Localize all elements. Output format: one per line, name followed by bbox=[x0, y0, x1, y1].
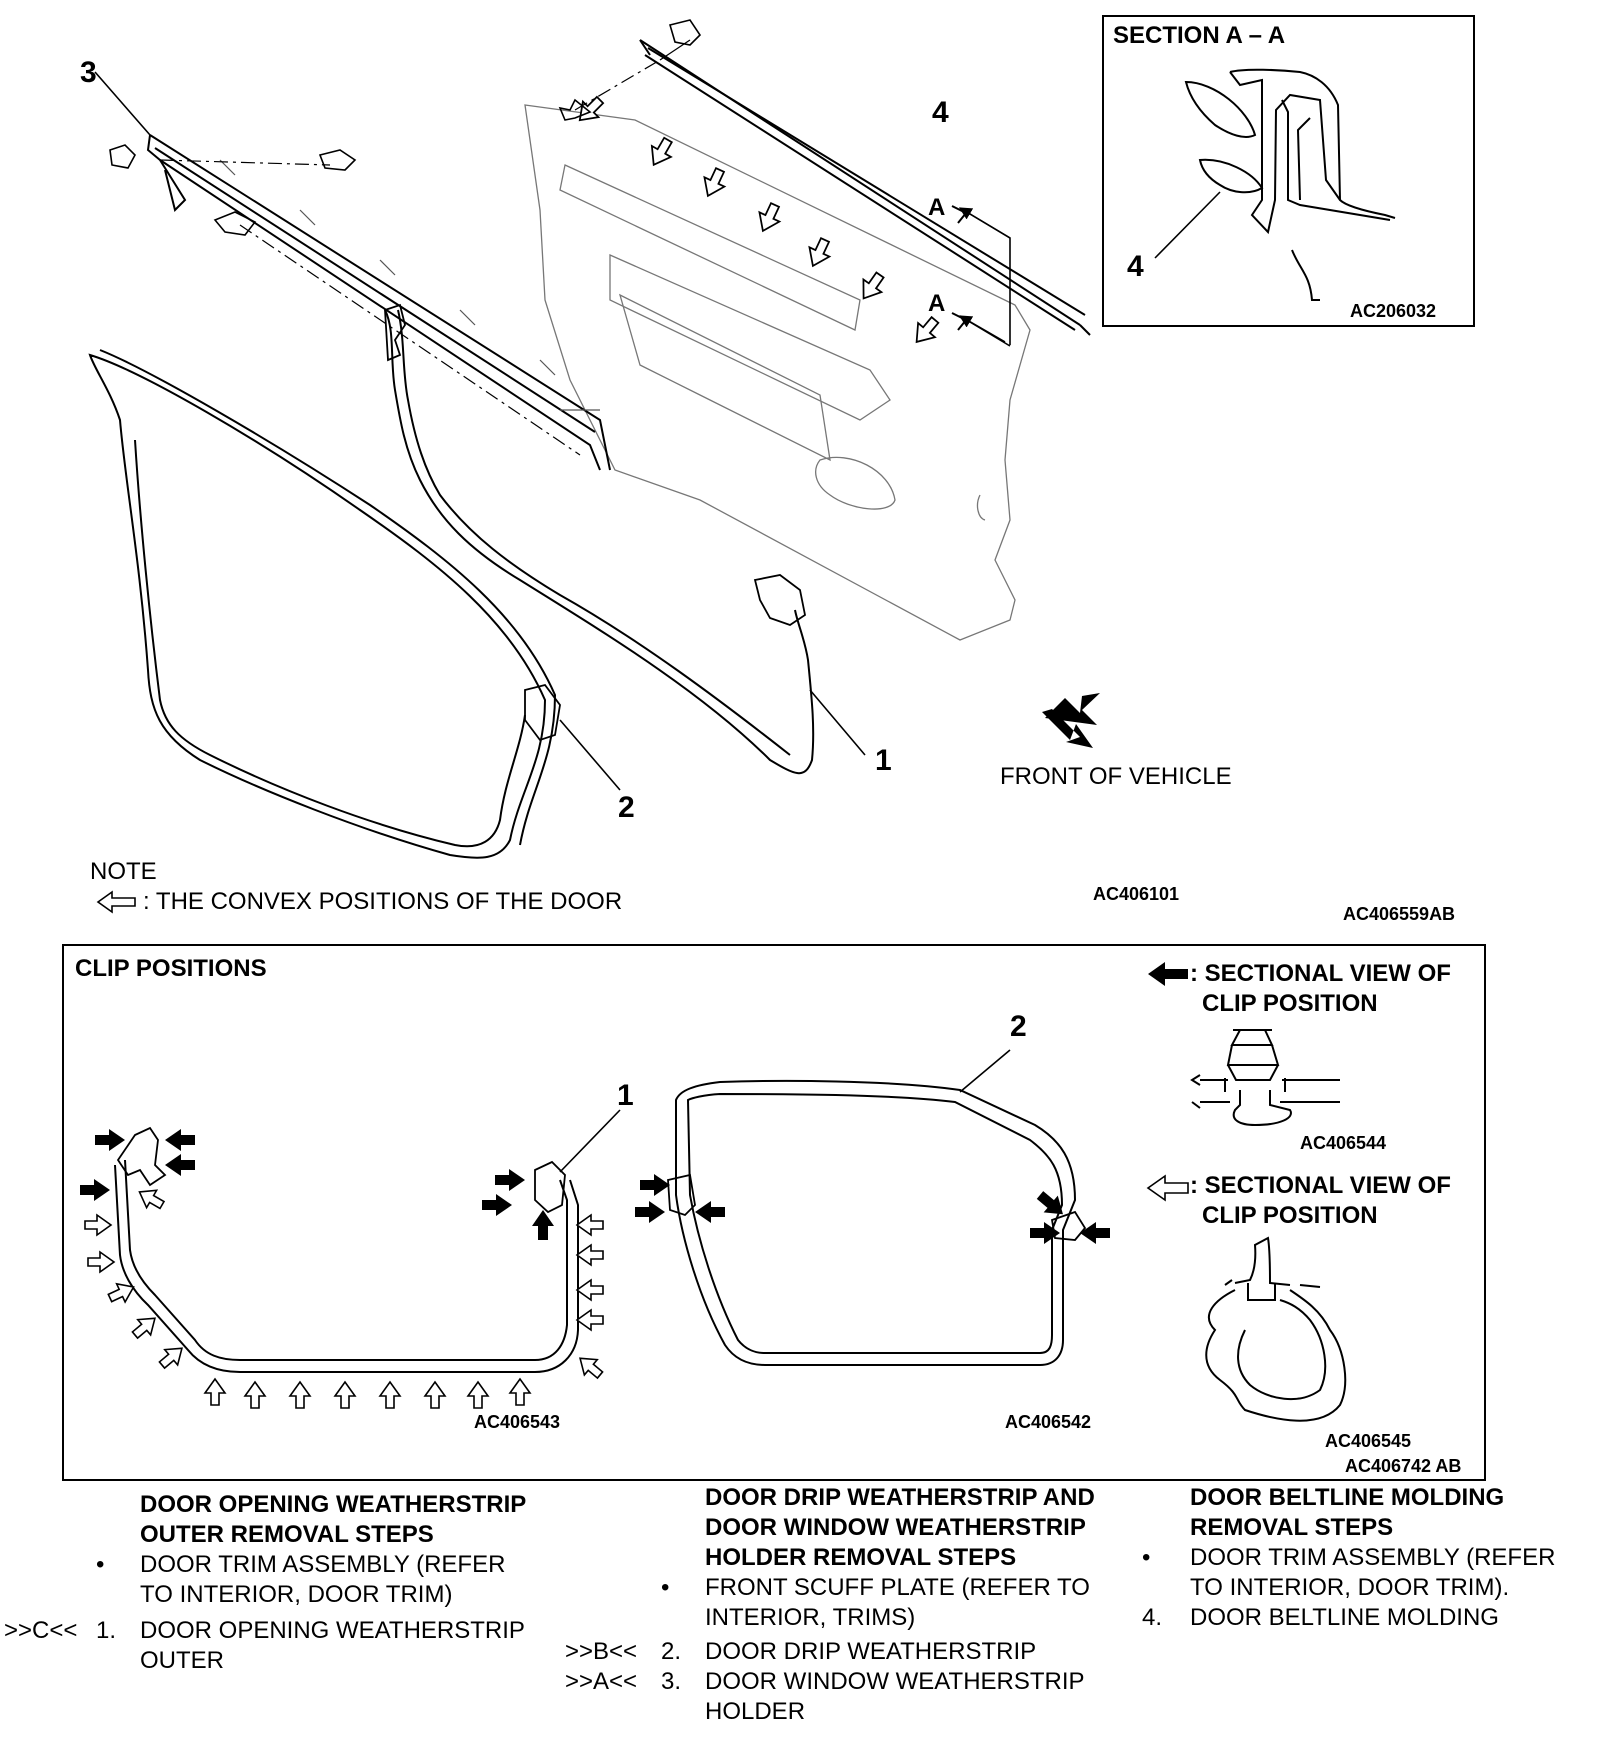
steps-col3-heading-2: REMOVAL STEPS bbox=[1190, 1514, 1394, 1541]
front-arrow bbox=[1042, 693, 1100, 748]
steps-col2-ref-a: >>A<< bbox=[565, 1668, 638, 1695]
steps-col2-bullet: • bbox=[661, 1574, 670, 1601]
steps-col3-item0-line2: TO INTERIOR, DOOR TRIM). bbox=[1190, 1574, 1510, 1601]
steps-col3-item1-line1: DOOR BELTLINE MOLDING bbox=[1190, 1604, 1499, 1631]
clip-view-left-clip bbox=[116, 1126, 566, 1214]
legend-open-line1: : SECTIONAL VIEW OF bbox=[1190, 1172, 1451, 1199]
section-callout: 4 bbox=[1127, 250, 1144, 283]
steps-col1-item0-line1: DOOR TRIM ASSEMBLY (REFER bbox=[140, 1551, 506, 1578]
legend-solid-line2: CLIP POSITION bbox=[1202, 990, 1378, 1017]
steps-col1-heading-1: DOOR OPENING WEATHERSTRIP bbox=[140, 1491, 527, 1518]
steps-col2-item1-line1: DOOR DRIP WEATHERSTRIP bbox=[705, 1638, 1037, 1665]
steps-col2-item0-line2: INTERIOR, TRIMS) bbox=[705, 1604, 916, 1631]
drip-holder bbox=[524, 683, 561, 742]
legend-solid-line1: : SECTIONAL VIEW OF bbox=[1190, 960, 1451, 987]
steps-col-beltline: DOOR BELTLINE MOLDING REMOVAL STEPS • DO… bbox=[1130, 1483, 1598, 1633]
steps-col1-item1-line2: OUTER bbox=[140, 1647, 224, 1674]
clip-view-solid-arrows-right bbox=[635, 1174, 1110, 1244]
door-convex-arrows bbox=[571, 91, 945, 350]
section-a-marks bbox=[958, 207, 1011, 347]
callout-4: 4 bbox=[932, 96, 949, 129]
section-box bbox=[1102, 15, 1475, 327]
note-text: : THE CONVEX POSITIONS OF THE DOOR bbox=[143, 888, 623, 915]
legend-solid-code: AC406544 bbox=[1300, 1133, 1387, 1153]
holder-clips bbox=[109, 144, 357, 236]
section-title: SECTION A – A bbox=[1113, 22, 1286, 49]
beltline-molding bbox=[639, 39, 1091, 336]
note-open-arrow bbox=[96, 890, 136, 914]
steps-col1-heading-2: OUTER REMOVAL STEPS bbox=[140, 1521, 434, 1548]
clip-section-solid bbox=[1190, 1029, 1340, 1127]
steps-col3-heading-1: DOOR BELTLINE MOLDING bbox=[1190, 1484, 1505, 1511]
callout-3: 3 bbox=[80, 56, 97, 89]
door-panel-outline bbox=[524, 104, 1031, 641]
clip-positions-box bbox=[62, 944, 1486, 1481]
section-profile bbox=[1184, 68, 1396, 301]
steps-col3-item0-line1: DOOR TRIM ASSEMBLY (REFER bbox=[1190, 1544, 1556, 1571]
clip-callout-1: 1 bbox=[617, 1079, 634, 1112]
clip-callout-2: 2 bbox=[1010, 1010, 1027, 1043]
front-of-vehicle-label: FRONT OF VEHICLE bbox=[1000, 763, 1232, 790]
clip-view-open-arrows-left bbox=[84, 1182, 608, 1409]
steps-col2-heading-3: HOLDER REMOVAL STEPS bbox=[705, 1544, 1017, 1571]
door-opening-weatherstrip bbox=[384, 309, 815, 775]
section-leader bbox=[1154, 191, 1221, 259]
section-mark-a-upper: A bbox=[928, 194, 946, 221]
clip-view-drip-holders bbox=[667, 1173, 1087, 1241]
note-title: NOTE bbox=[90, 858, 157, 885]
steps-col1-bullet: • bbox=[96, 1551, 105, 1578]
figure-code-1: AC406101 bbox=[1093, 884, 1180, 904]
legend-open-line2: CLIP POSITION bbox=[1202, 1202, 1378, 1229]
window-weatherstrip-holder bbox=[146, 134, 611, 471]
opening-clip-parts bbox=[384, 303, 807, 626]
clip-section-open bbox=[1205, 1236, 1347, 1422]
steps-col2-item2-line2: HOLDER bbox=[705, 1698, 806, 1725]
steps-col-drip: DOOR DRIP WEATHERSTRIP AND DOOR WINDOW W… bbox=[565, 1483, 1125, 1727]
steps-col1-ref-c: >>C<< bbox=[4, 1617, 78, 1644]
beltline-clips bbox=[558, 19, 702, 121]
section-code: AC206032 bbox=[1350, 301, 1437, 321]
steps-col2-num-2: 2. bbox=[661, 1638, 682, 1665]
steps-col1-num-1: 1. bbox=[96, 1617, 117, 1644]
steps-col2-num-3: 3. bbox=[661, 1668, 682, 1695]
legend-solid-arrow bbox=[1148, 962, 1188, 986]
clip-panel-code: AC406742 AB bbox=[1345, 1456, 1462, 1476]
clip-positions-title: CLIP POSITIONS bbox=[75, 955, 267, 982]
steps-col2-ref-b: >>B<< bbox=[565, 1638, 638, 1665]
steps-col2-heading-2: DOOR WINDOW WEATHERSTRIP bbox=[705, 1514, 1086, 1541]
steps-col1-item0-line2: TO INTERIOR, DOOR TRIM) bbox=[140, 1581, 453, 1608]
clip-code-mid: AC406542 bbox=[1005, 1412, 1092, 1432]
clip-view-drip-weatherstrip bbox=[675, 1079, 1077, 1366]
legend-open-arrow bbox=[1146, 1174, 1189, 1202]
holder-hatch bbox=[219, 159, 600, 411]
clip-code-left: AC406543 bbox=[474, 1412, 561, 1432]
callout-1: 1 bbox=[875, 744, 892, 777]
section-mark-a-lower: A bbox=[928, 290, 946, 317]
steps-col2-heading-1: DOOR DRIP WEATHERSTRIP AND bbox=[705, 1484, 1095, 1511]
steps-col2-item0-line1: FRONT SCUFF PLATE (REFER TO bbox=[705, 1574, 1090, 1601]
steps-col3-num-4: 4. bbox=[1142, 1604, 1163, 1631]
door-drip-weatherstrip bbox=[88, 349, 557, 859]
steps-col1-item1-line1: DOOR OPENING WEATHERSTRIP bbox=[140, 1617, 525, 1644]
steps-col2-item2-line1: DOOR WINDOW WEATHERSTRIP bbox=[705, 1668, 1085, 1695]
steps-col-opening: DOOR OPENING WEATHERSTRIP OUTER REMOVAL … bbox=[0, 1490, 560, 1676]
clip-view-opening-weatherstrip bbox=[114, 1159, 579, 1373]
legend-open-code: AC406545 bbox=[1325, 1431, 1412, 1451]
callout-2: 2 bbox=[618, 791, 635, 824]
figure-code-2: AC406559AB bbox=[1343, 904, 1456, 924]
steps-col3-bullet: • bbox=[1142, 1544, 1151, 1571]
